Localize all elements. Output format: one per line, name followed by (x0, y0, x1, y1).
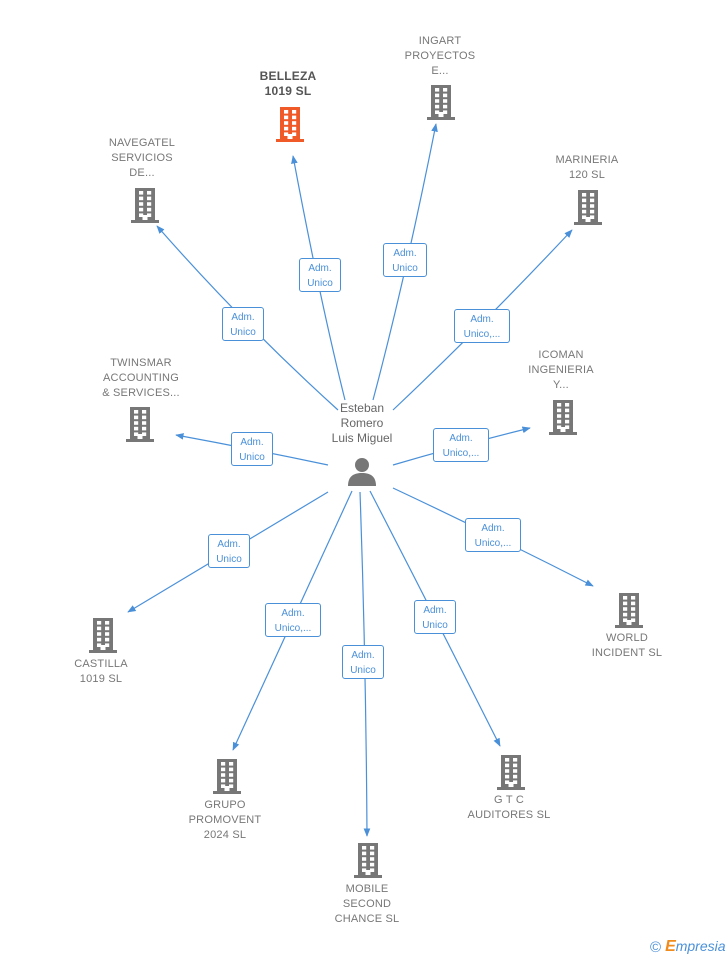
company-label-gtc[interactable]: G T C AUDITORES SL (467, 794, 551, 821)
company-label-mobile[interactable]: MOBILE SECOND CHANCE SL (334, 882, 400, 925)
building-icon-twinsmar[interactable] (125, 406, 155, 442)
role-label-castilla: Adm. Unico (208, 534, 250, 568)
building-icon-belleza[interactable] (275, 106, 305, 142)
company-label-castilla[interactable]: CASTILLA 1019 SL (74, 658, 128, 685)
role-label-belleza: Adm. Unico (299, 258, 341, 292)
role-label-icoman: Adm. Unico,... (433, 428, 489, 462)
building-icon-marineria[interactable] (573, 189, 603, 225)
building-icon-gtc[interactable] (496, 754, 526, 790)
role-label-gtc: Adm. Unico (414, 600, 456, 634)
company-label-navegatel[interactable]: NAVEGATEL SERVICIOS DE... (108, 136, 176, 179)
company-label-twinsmar[interactable]: TWINSMAR ACCOUNTING & SERVICES... (102, 356, 180, 399)
role-label-grupo: Adm. Unico,... (265, 603, 321, 637)
building-icon-ingart[interactable] (426, 84, 456, 120)
company-label-icoman[interactable]: ICOMAN INGENIERIA Y... (528, 348, 594, 391)
center-person-label[interactable]: Esteban Romero Luis Miguel (331, 401, 393, 445)
building-icon-mobile[interactable] (353, 842, 383, 878)
company-label-grupo[interactable]: GRUPO PROMOVENT 2024 SL (188, 798, 262, 841)
brand-logo-initial: E (665, 938, 676, 955)
building-icon-world[interactable] (614, 592, 644, 628)
brand-name: mpresia (675, 938, 726, 954)
company-label-ingart[interactable]: INGART PROYECTOS E... (404, 34, 476, 77)
role-label-world: Adm. Unico,... (465, 518, 521, 552)
person-icon[interactable] (346, 455, 378, 487)
role-label-twinsmar: Adm. Unico (231, 432, 273, 466)
building-icon-navegatel[interactable] (130, 187, 160, 223)
company-label-world[interactable]: WORLD INCIDENT SL (591, 632, 663, 659)
role-label-navegatel: Adm. Unico (222, 307, 264, 341)
company-label-belleza[interactable]: BELLEZA 1019 SL (259, 69, 317, 98)
copyright-symbol: © (650, 938, 662, 956)
role-label-marineria: Adm. Unico,... (454, 309, 510, 343)
role-label-mobile: Adm. Unico (342, 645, 384, 679)
brand-watermark: © Empresia (650, 938, 726, 956)
company-label-marineria[interactable]: MARINERIA 120 SL (555, 154, 619, 181)
building-icon-icoman[interactable] (548, 399, 578, 435)
role-label-ingart: Adm. Unico (383, 243, 427, 277)
building-icon-grupo[interactable] (212, 758, 242, 794)
building-icon-castilla[interactable] (88, 617, 118, 653)
